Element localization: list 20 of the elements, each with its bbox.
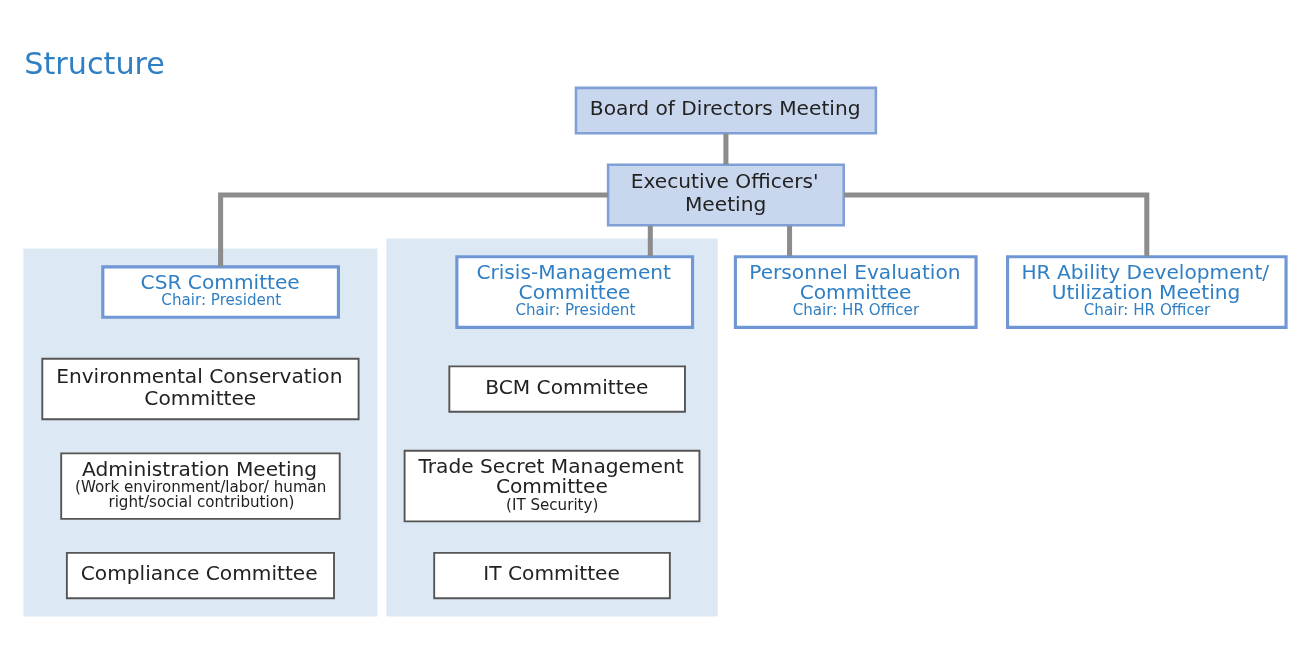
node-box: HR Ability Development/ Utilization Meeting Chair: HR Officer: [1006, 255, 1288, 329]
connector: [723, 133, 729, 165]
diagram-title: Structure: [24, 46, 165, 82]
cluster: [386, 238, 718, 617]
cluster: [23, 248, 378, 617]
node-box: Administration Meeting (Work environment/labor/ human right/social contribution): [60, 452, 341, 520]
node-box: Executive Officers' Meeting: [606, 163, 845, 227]
node-box: Trade Secret Management Committee (IT Security): [403, 449, 701, 523]
connector: [787, 225, 793, 257]
node-box: BCM Committee: [448, 365, 686, 413]
connector: [218, 192, 609, 267]
node-box: Board of Directors Meeting: [574, 86, 878, 135]
connector: [647, 225, 653, 257]
node-box: Personnel Evaluation Committee Chair: HR Officer: [733, 255, 978, 329]
node-box: Compliance Committee: [65, 551, 335, 600]
connector: [844, 192, 1150, 257]
node-box: Crisis-Management Committee Chair: President: [455, 255, 695, 329]
node-box: IT Committee: [433, 551, 671, 600]
node-box: CSR Committee Chair: President: [101, 265, 340, 319]
node-box: Environmental Conservation Committee: [41, 357, 360, 421]
